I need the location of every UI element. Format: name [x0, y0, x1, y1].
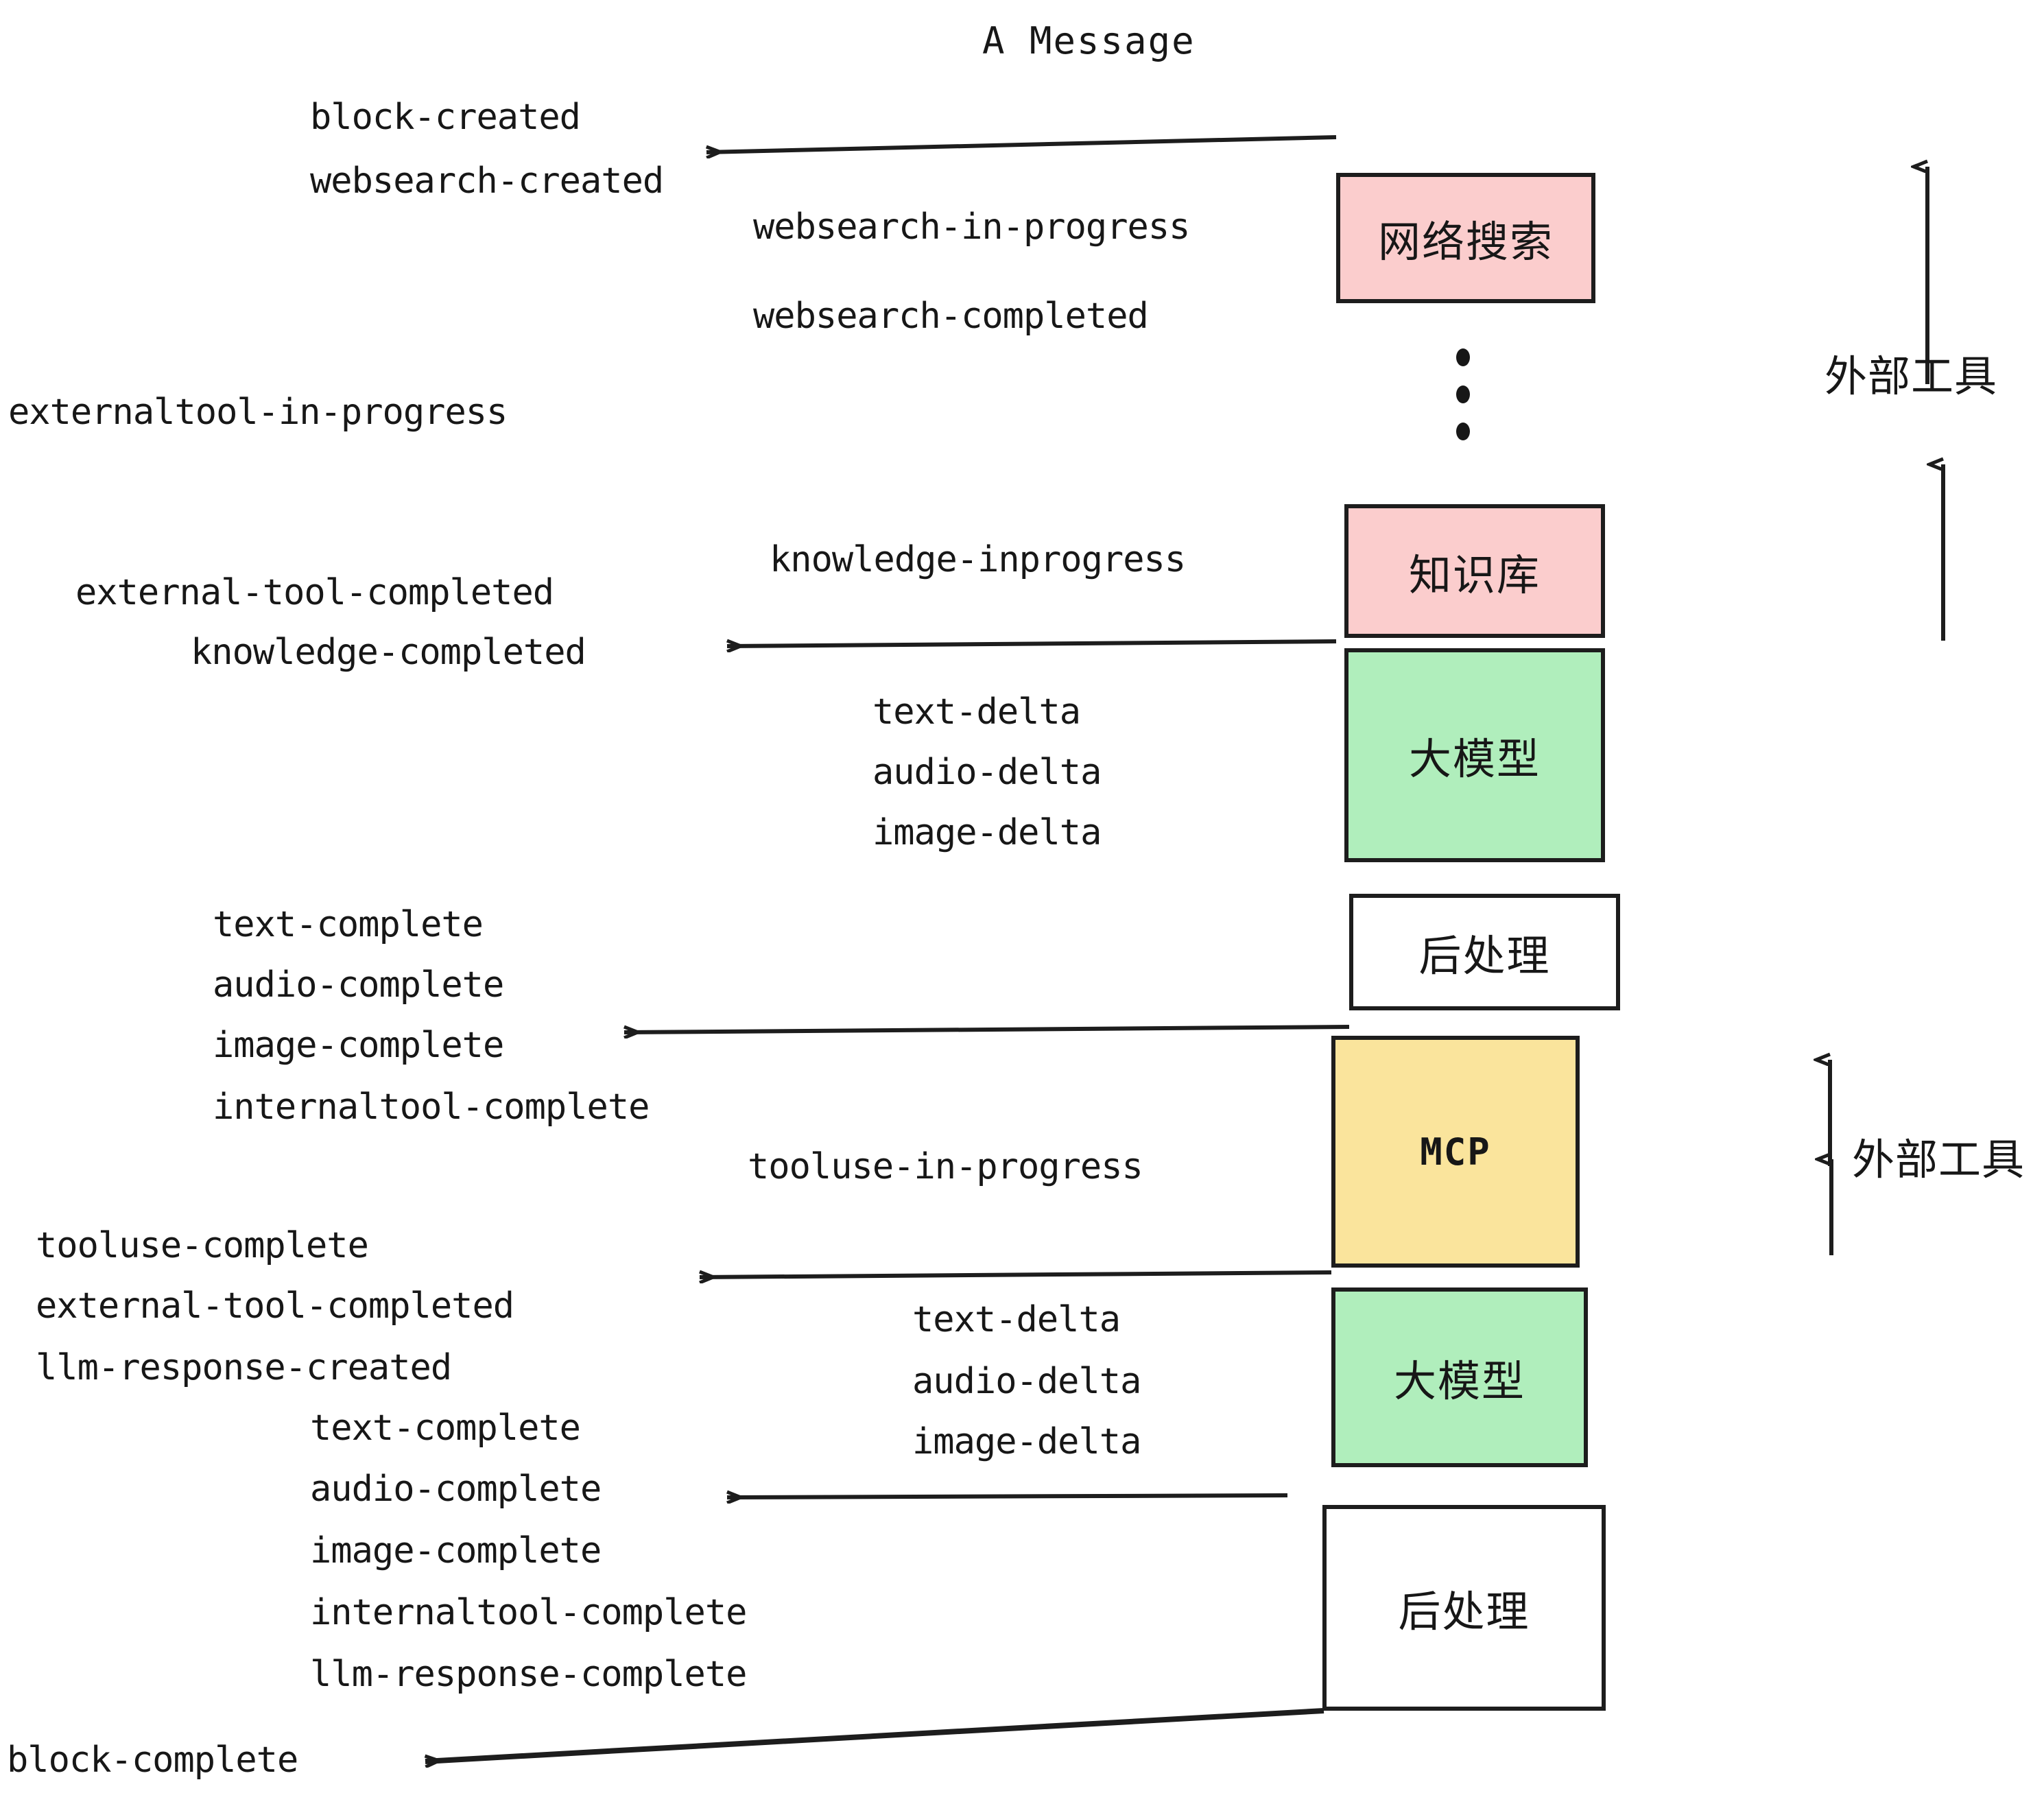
event-internaltool-complete-1: internaltool-complete [213, 1087, 650, 1128]
arrow-knowledge-completed [727, 641, 1337, 646]
node-websearch[interactable]: 网络搜索 [1336, 173, 1595, 303]
event-audio-complete-1: audio-complete [213, 964, 504, 1006]
event-audio-delta-1: audio-delta [872, 752, 1102, 793]
event-block-complete: block-complete [7, 1740, 298, 1781]
event-image-complete-1: image-complete [213, 1025, 504, 1066]
event-text-complete-1: text-complete [213, 904, 484, 945]
label-external-tool-top: 外部工具 [1825, 351, 1998, 401]
node-knowledge[interactable]: 知识库 [1344, 504, 1605, 638]
node-llm-2[interactable]: 大模型 [1331, 1287, 1588, 1467]
event-image-delta-1: image-delta [872, 812, 1102, 853]
event-block-created: block-created [310, 97, 581, 138]
event-text-delta-2: text-delta [912, 1299, 1121, 1340]
arrow-block-complete [425, 1708, 1324, 1761]
event-external-tool-completed-1: external-tool-completed [75, 572, 554, 613]
arrow-tooluse-complete [700, 1272, 1332, 1277]
ellipsis-dot-3 [1456, 423, 1470, 440]
node-knowledge-label: 知识库 [1408, 549, 1541, 600]
event-externaltool-in-progress: externaltool-in-progress [8, 392, 508, 433]
node-websearch-label: 网络搜索 [1377, 217, 1554, 267]
arrow-audio-complete [727, 1495, 1288, 1497]
event-external-tool-completed-2: external-tool-completed [36, 1285, 514, 1327]
event-image-delta-2: image-delta [912, 1421, 1141, 1462]
event-llm-response-created: llm-response-created [36, 1347, 452, 1388]
event-audio-complete-2: audio-complete [310, 1469, 602, 1510]
event-websearch-created: websearch-created [310, 161, 664, 202]
event-knowledge-inprogress: knowledge-inprogress [770, 539, 1186, 580]
event-websearch-completed: websearch-completed [753, 296, 1149, 337]
arrow-image-complete [624, 1025, 1350, 1032]
event-knowledge-completed: knowledge-completed [191, 632, 586, 673]
event-internaltool-complete-2: internaltool-complete [310, 1592, 747, 1633]
event-tooluse-in-progress: tooluse-in-progress [748, 1146, 1143, 1187]
page-title: A Message [982, 19, 1196, 62]
node-llm-2-label: 大模型 [1393, 1356, 1525, 1406]
node-postprocess-2-label: 后处理 [1398, 1587, 1530, 1637]
ellipsis-dot-1 [1456, 348, 1470, 366]
node-llm-1[interactable]: 大模型 [1344, 648, 1605, 862]
node-mcp[interactable]: MCP [1331, 1036, 1580, 1268]
event-text-complete-2: text-complete [310, 1408, 581, 1449]
event-llm-response-complete: llm-response-complete [310, 1654, 747, 1695]
node-postprocess-1[interactable]: 后处理 [1349, 894, 1620, 1010]
ellipsis-dot-2 [1456, 385, 1470, 403]
arrow-websearch-created [706, 135, 1337, 152]
node-postprocess-1-label: 后处理 [1418, 931, 1551, 981]
label-external-tool-bottom: 外部工具 [1852, 1135, 2025, 1185]
event-audio-delta-2: audio-delta [912, 1361, 1141, 1402]
node-llm-1-label: 大模型 [1408, 734, 1541, 784]
event-text-delta-1: text-delta [872, 691, 1081, 733]
node-mcp-label: MCP [1420, 1130, 1491, 1174]
event-image-complete-2: image-complete [310, 1530, 602, 1571]
node-postprocess-2[interactable]: 后处理 [1322, 1505, 1606, 1711]
event-websearch-in-progress: websearch-in-progress [753, 206, 1190, 248]
event-tooluse-complete: tooluse-complete [36, 1225, 369, 1266]
